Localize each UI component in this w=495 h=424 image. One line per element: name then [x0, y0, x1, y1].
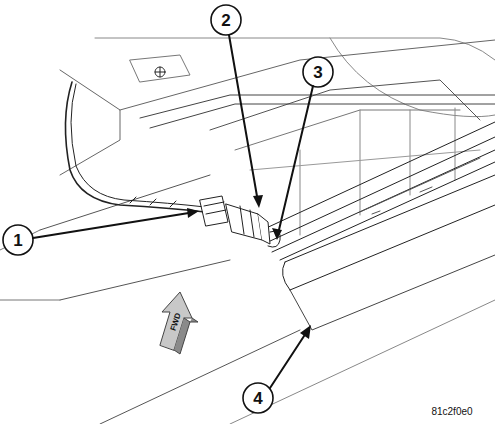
callout-number: 3 [313, 64, 322, 81]
callout-number: 1 [13, 232, 22, 249]
figure-code: 81c2f0e0 [431, 407, 472, 417]
callout-number: 4 [253, 390, 262, 407]
callout-number: 2 [221, 12, 230, 29]
